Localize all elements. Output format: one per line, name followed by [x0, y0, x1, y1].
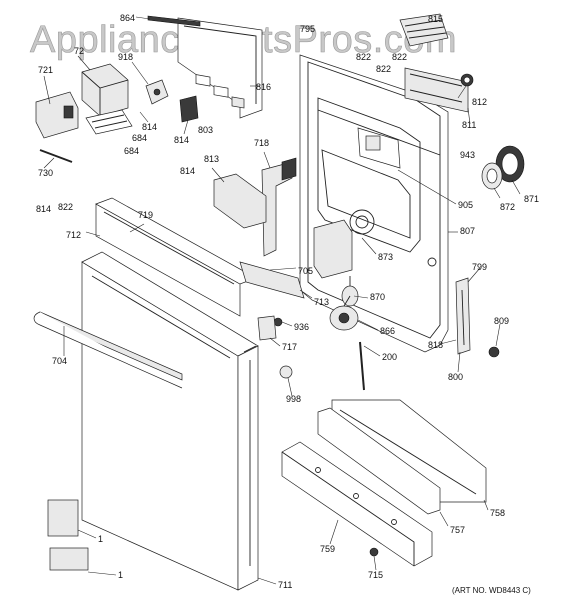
art-number: (ART NO. WD8443 C) [452, 586, 531, 595]
label-918: 918 [118, 52, 133, 62]
label-684-b: 684 [124, 146, 139, 156]
bracket-815 [399, 13, 449, 47]
label-803: 803 [198, 125, 213, 135]
inner-door-712 [95, 197, 257, 373]
kick-759 [281, 441, 433, 567]
label-814-d: 814 [36, 204, 51, 214]
label-815: 815 [428, 14, 443, 24]
cable-717 [257, 315, 277, 341]
label-943: 943 [460, 150, 475, 160]
housing-811 [404, 67, 469, 113]
screw-809 [488, 346, 500, 358]
label-705: 705 [298, 266, 313, 276]
tub-807 [299, 54, 449, 353]
label-807: 807 [460, 226, 475, 236]
label-872: 872 [500, 202, 515, 212]
label-822-d: 822 [58, 202, 73, 212]
label-719: 719 [138, 210, 153, 220]
label-809: 809 [494, 316, 509, 326]
label-905: 905 [458, 200, 473, 210]
label-936: 936 [294, 322, 309, 332]
module-72 [81, 63, 129, 117]
label-873: 873 [378, 252, 393, 262]
label-684-a: 684 [132, 133, 147, 143]
vent-718 [261, 157, 297, 257]
label-818: 818 [428, 340, 443, 350]
handle-704 [33, 311, 183, 389]
label-795: 795 [300, 24, 315, 34]
label-822-c: 822 [392, 52, 407, 62]
panel-705 [239, 261, 305, 299]
label-717: 717 [282, 342, 297, 352]
label-1-b: 1 [118, 570, 123, 580]
label-814-a: 814 [142, 122, 157, 132]
module-721 [35, 91, 79, 139]
nut-872 [481, 162, 503, 190]
clip-936 [273, 317, 283, 327]
kick-757 [317, 407, 441, 515]
label-813: 813 [204, 154, 219, 164]
label-sheet [47, 499, 79, 537]
cover-873 [313, 219, 353, 279]
label-757: 757 [450, 525, 465, 535]
part-labels: 864 815 795 721 72 918 822 822 822 816 8… [36, 13, 539, 590]
knob-812 [460, 73, 474, 87]
label-730: 730 [38, 168, 53, 178]
label-721: 721 [38, 65, 53, 75]
label-998: 998 [286, 394, 301, 404]
label-812: 812 [472, 97, 487, 107]
label-871: 871 [524, 194, 539, 204]
foot-998 [279, 365, 293, 379]
label-712: 712 [66, 230, 81, 240]
label-200: 200 [382, 352, 397, 362]
bracket-813 [213, 173, 267, 229]
pump-866 [329, 295, 359, 331]
screw-715 [369, 547, 379, 557]
label-822-a: 822 [356, 52, 371, 62]
label-814-b: 814 [174, 135, 189, 145]
switch-918 [145, 79, 169, 105]
label-800: 800 [448, 372, 463, 382]
label-814-c: 814 [180, 166, 195, 176]
outer-door-711 [81, 251, 259, 591]
label-759: 759 [320, 544, 335, 554]
latch-803 [179, 95, 199, 123]
label-713: 713 [314, 297, 329, 307]
bracket-905 [357, 127, 401, 169]
board-684 [85, 109, 133, 135]
label-72: 72 [74, 46, 84, 56]
control-panel-816 [177, 17, 263, 119]
label-715: 715 [368, 570, 383, 580]
label-718: 718 [254, 138, 269, 148]
leader-lines [43, 16, 521, 585]
label-plate [49, 547, 89, 571]
gasket-871 [495, 145, 525, 183]
label-758: 758 [490, 508, 505, 518]
label-1-a: 1 [98, 534, 103, 544]
label-799: 799 [472, 262, 487, 272]
label-811: 811 [462, 120, 476, 130]
label-711: 711 [278, 580, 292, 590]
label-704: 704 [52, 356, 67, 366]
label-816: 816 [256, 82, 271, 92]
label-864: 864 [120, 13, 135, 23]
label-822-b: 822 [376, 64, 391, 74]
label-870: 870 [370, 292, 385, 302]
label-866: 866 [380, 326, 395, 336]
hinge-799 [455, 277, 471, 355]
